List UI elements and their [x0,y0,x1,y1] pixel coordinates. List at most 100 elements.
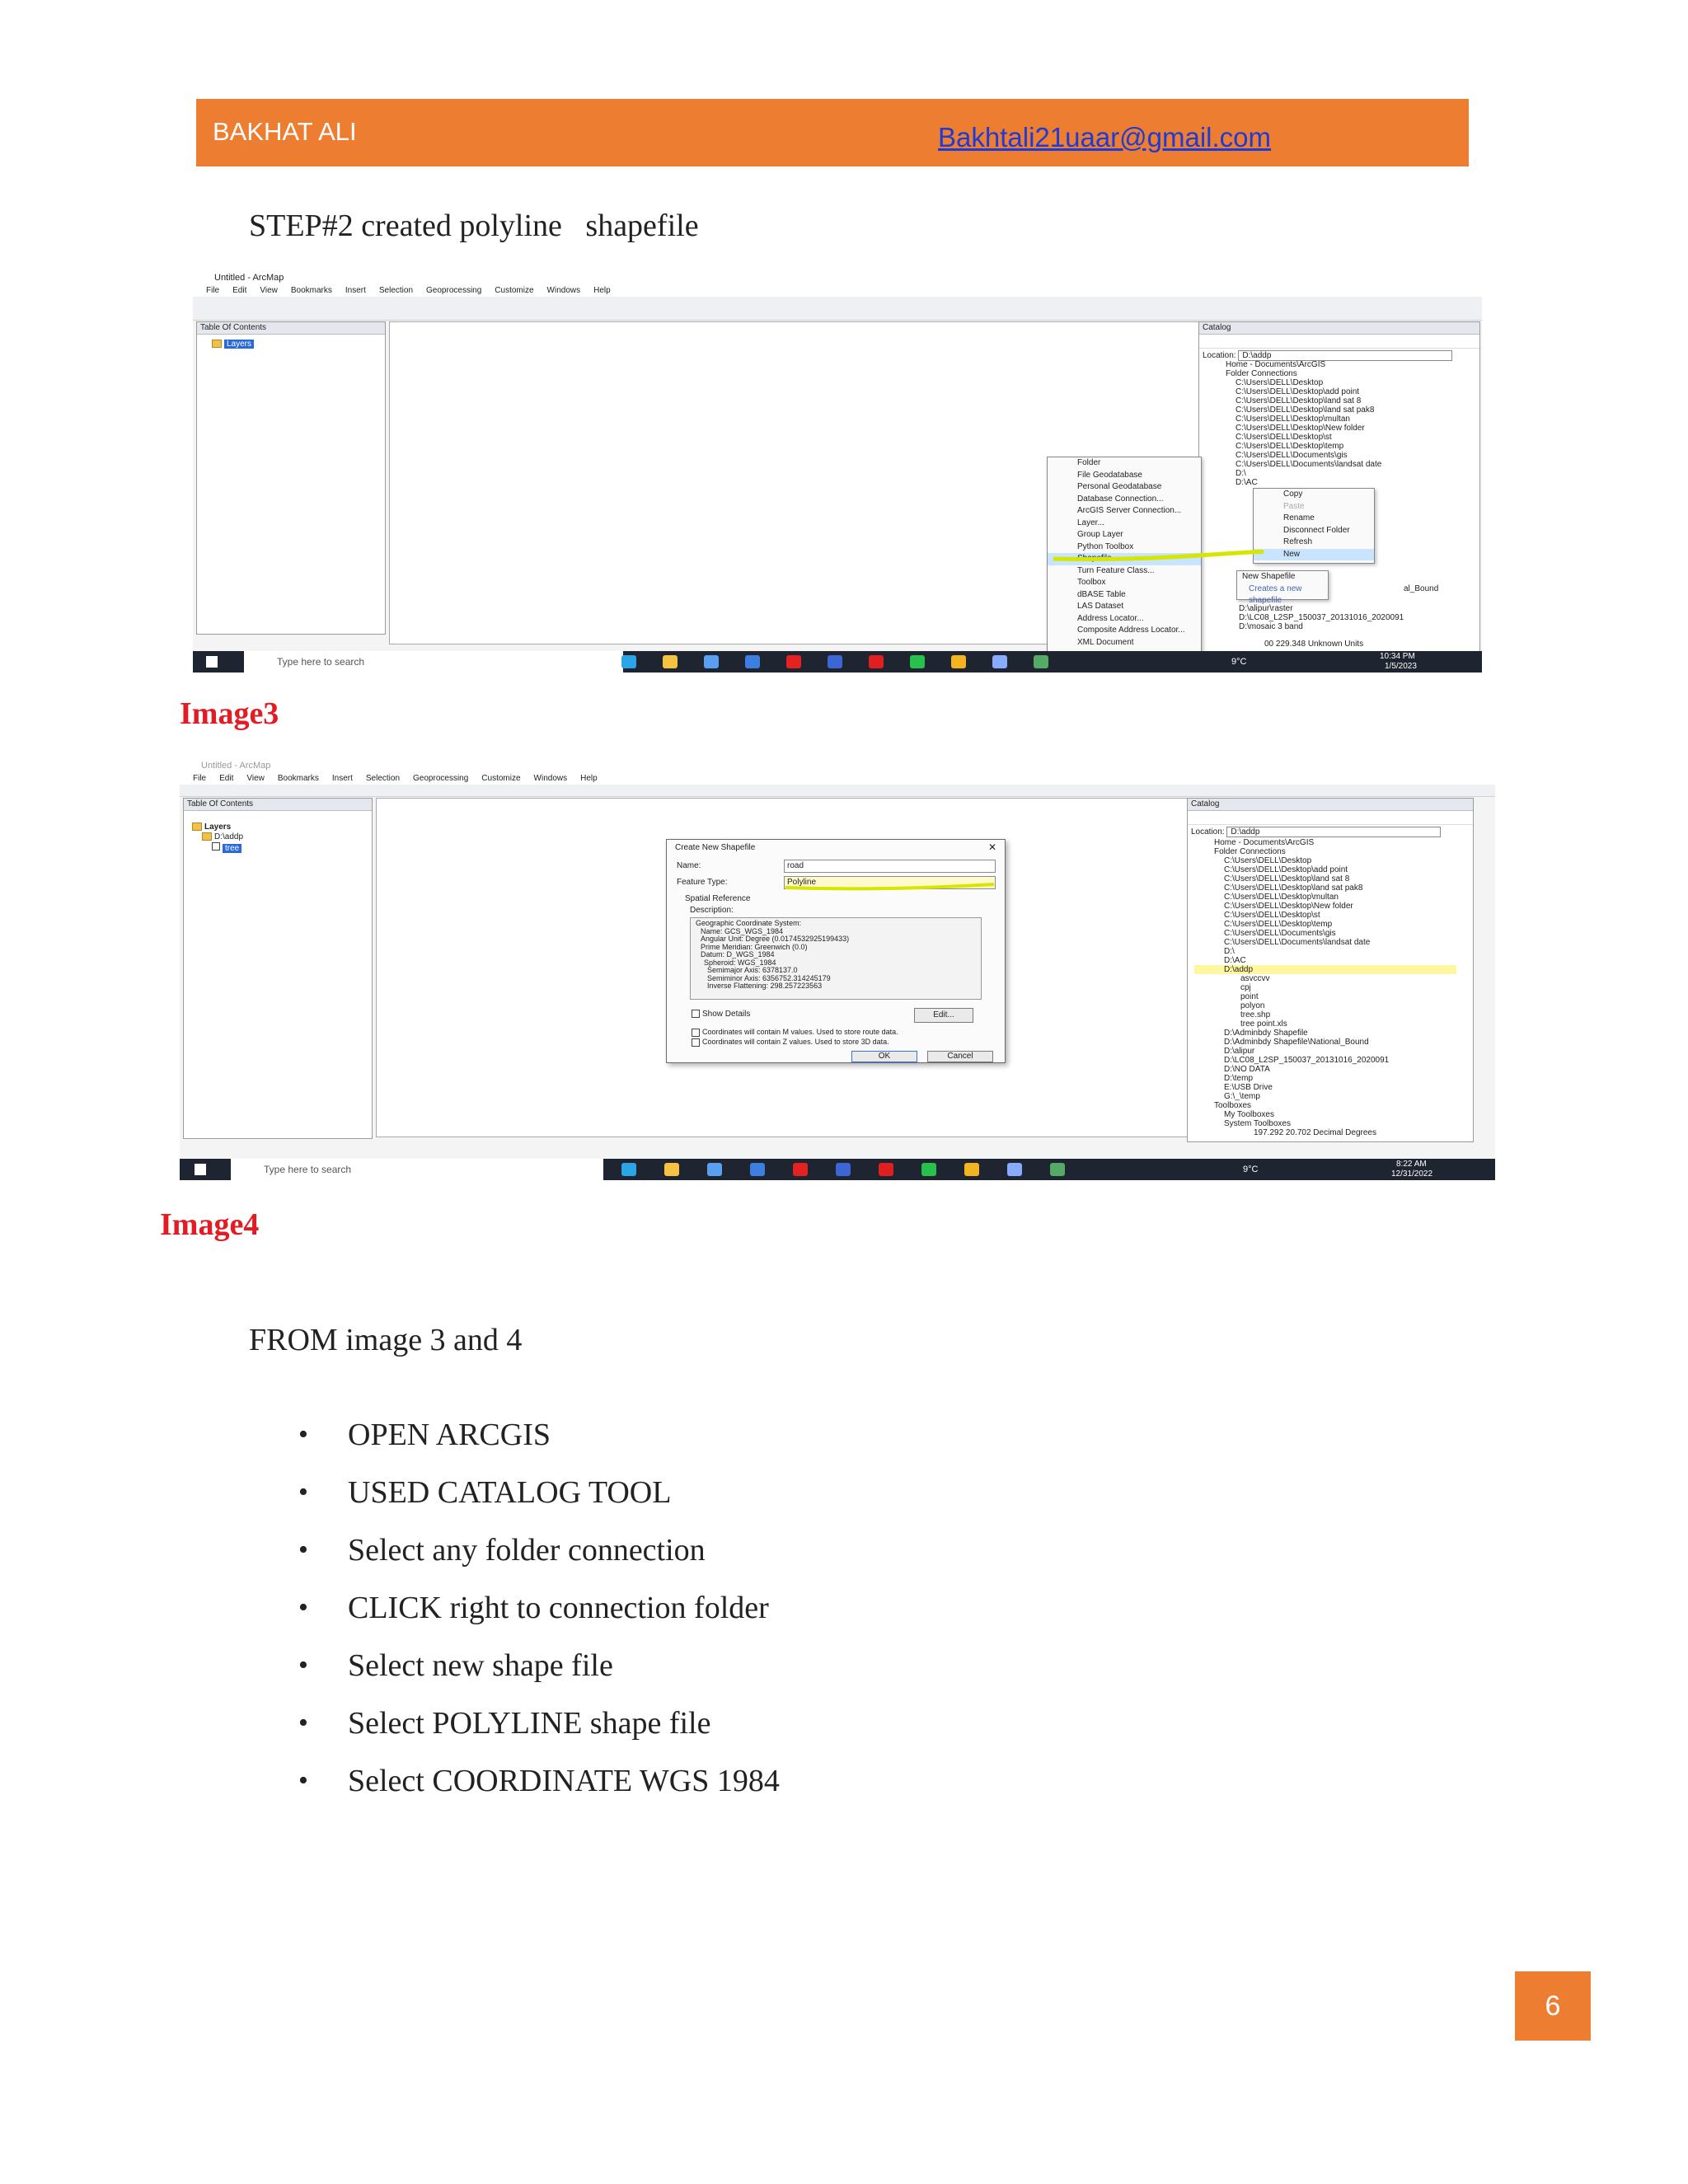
toc-folder[interactable]: D:\addp [214,832,244,841]
catalog-item[interactable]: D:\LC08_L2SP_150037_20131016_2020091 [1239,613,1404,622]
catalog-item[interactable]: C:\Users\DELL\Desktop [1224,856,1312,865]
toolbar-1[interactable] [193,297,1482,309]
opera-icon[interactable] [869,655,884,668]
catalog-item[interactable]: C:\Users\DELL\Desktop\st [1236,433,1332,442]
taskbar-search[interactable]: Type here to search [231,1159,603,1180]
edge-icon[interactable] [621,1163,636,1176]
toolbar[interactable] [180,785,1495,797]
menu-selection[interactable]: Selection [365,774,401,783]
catalog-item[interactable]: C:\Users\DELL\Desktop\land sat 8 [1224,874,1350,883]
mail-icon[interactable] [750,1163,765,1176]
menu-item-file-geodatabase[interactable]: File Geodatabase [1077,470,1142,480]
youtube-icon[interactable] [793,1163,808,1176]
facebook-icon[interactable] [836,1163,851,1176]
z-values-checkbox[interactable]: Coordinates will contain Z values. Used … [692,1038,889,1047]
chrome-icon[interactable] [951,655,966,668]
menu-customize[interactable]: Customize [481,774,521,783]
show-details-checkbox[interactable]: Show Details [692,1010,750,1019]
location-field[interactable]: D:\addp [1226,827,1442,837]
menu-bookmarks[interactable]: Bookmarks [290,286,332,295]
menu-geoprocessing[interactable]: Geoprocessing [413,774,469,783]
mail-icon[interactable] [745,655,760,668]
cancel-button[interactable]: Cancel [927,1051,993,1062]
catalog-item[interactable]: C:\Users\DELL\Documents\gis [1236,451,1348,460]
menu-item-toolbox[interactable]: Toolbox [1077,578,1106,587]
edge-icon[interactable] [621,655,636,668]
menu-view[interactable]: View [260,286,278,295]
catalog-item[interactable]: polyon [1240,1001,1265,1010]
catalog-item[interactable]: C:\Users\DELL\Desktop\land sat pak8 [1224,883,1363,893]
catalog-item[interactable]: Folder Connections [1226,369,1297,378]
m-values-checkbox[interactable]: Coordinates will contain M values. Used … [692,1028,898,1037]
catalog-item[interactable]: tree.shp [1240,1010,1271,1019]
menu-item-las-dataset[interactable]: LAS Dataset [1077,602,1124,611]
menu-file[interactable]: File [193,774,207,783]
menu-item-composite-locator[interactable]: Composite Address Locator... [1077,626,1185,635]
menu-item-feature-class[interactable]: Turn Feature Class... [1077,565,1155,575]
menu-customize[interactable]: Customize [495,286,534,295]
catalog-item[interactable]: D:\LC08_L2SP_150037_20131016_2020091 [1224,1056,1390,1065]
catalog-item[interactable]: D:\addp [1194,965,1456,974]
toc-layer-tree[interactable]: tree [223,844,242,853]
menu-item-new[interactable]: New [1254,548,1374,560]
catalog-item[interactable]: D:\NO DATA [1224,1065,1270,1074]
catalog-item[interactable]: D:\ [1224,947,1235,956]
catalog-item[interactable]: C:\Users\DELL\Desktop\temp [1224,920,1333,929]
menu-item-personal-geodatabase[interactable]: Personal Geodatabase [1077,482,1162,491]
catalog-item[interactable]: point [1240,992,1259,1001]
catalog-item[interactable]: C:\Users\DELL\Desktop\temp [1236,442,1344,451]
menu-item-layer[interactable]: Layer... [1077,518,1104,527]
store-icon[interactable] [707,1163,722,1176]
menu-item-paste[interactable]: Paste [1283,501,1305,511]
menu-item-folder[interactable]: Folder [1077,458,1101,467]
catalog-item[interactable]: tree point.xls [1240,1019,1287,1029]
app-icon[interactable] [1007,1163,1022,1176]
catalog-item[interactable]: C:\Users\DELL\Desktop\land sat pak8 [1236,405,1375,415]
catalog-item[interactable]: C:\Users\DELL\Desktop\New folder [1236,424,1365,433]
catalog-item[interactable]: D:\temp [1224,1074,1254,1083]
catalog-item[interactable]: C:\Users\DELL\Desktop\add point [1224,865,1348,874]
catalog-item[interactable]: Home - Documents\ArcGIS [1214,838,1315,847]
chrome-icon[interactable] [964,1163,979,1176]
store-icon[interactable] [704,655,719,668]
menu-item-disconnect[interactable]: Disconnect Folder [1283,525,1350,535]
catalog-item[interactable]: D:\mosaic 3 band [1239,622,1303,631]
catalog-item[interactable]: My Toolboxes [1224,1110,1274,1119]
arcmap-icon[interactable] [1034,655,1048,668]
catalog-item[interactable]: Folder Connections [1214,847,1286,856]
close-icon[interactable]: ✕ [987,841,996,853]
catalog-item[interactable]: Toolboxes [1214,1101,1252,1110]
catalog-item[interactable]: C:\Users\DELL\Desktop\multan [1224,893,1339,902]
catalog-item-selected[interactable]: D:\addp [1236,487,1265,496]
start-button[interactable] [206,656,218,668]
menu-item-database-connection[interactable]: Database Connection... [1077,494,1164,504]
menu-item-group-layer[interactable]: Group Layer [1077,530,1123,539]
taskbar-search[interactable]: Type here to search [244,651,623,673]
catalog-item[interactable]: C:\Users\DELL\Documents\gis [1224,929,1336,938]
catalog-item[interactable]: C:\Users\DELL\Desktop\multan [1236,415,1350,424]
catalog-item[interactable]: G:\_\temp [1224,1092,1260,1101]
menu-view[interactable]: View [246,774,265,783]
menu-bookmarks[interactable]: Bookmarks [277,774,319,783]
catalog-item[interactable]: C:\Users\DELL\Desktop\land sat 8 [1236,396,1362,405]
author-email-link[interactable]: Bakhtali21uaar@gmail.com [938,122,1272,152]
arcmap-icon[interactable] [1050,1163,1065,1176]
menu-item-address-locator[interactable]: Address Locator... [1077,613,1144,623]
menu-item-refresh[interactable]: Refresh [1283,537,1313,546]
menu-file[interactable]: File [206,286,220,295]
ok-button[interactable]: OK [851,1051,917,1062]
menu-item-rename[interactable]: Rename [1283,513,1315,523]
menu-selection[interactable]: Selection [378,286,414,295]
catalog-item[interactable]: C:\Users\DELL\Documents\landsat date [1236,460,1382,469]
menu-item-dbase-table[interactable]: dBASE Table [1077,589,1126,599]
catalog-item[interactable]: C:\Users\DELL\Desktop [1236,378,1324,387]
menu-help[interactable]: Help [593,286,611,295]
start-button[interactable] [195,1164,206,1175]
location-field[interactable]: D:\addp [1238,350,1453,361]
menu-edit[interactable]: Edit [219,774,234,783]
catalog-item[interactable]: C:\Users\DELL\Desktop\add point [1236,387,1360,396]
catalog-item[interactable]: D:\Adminbdy Shapefile\National_Bound [1224,1038,1369,1047]
name-input[interactable]: road [784,860,996,873]
menu-insert[interactable]: Insert [345,286,366,295]
toc-layers[interactable]: Layers [204,823,232,832]
